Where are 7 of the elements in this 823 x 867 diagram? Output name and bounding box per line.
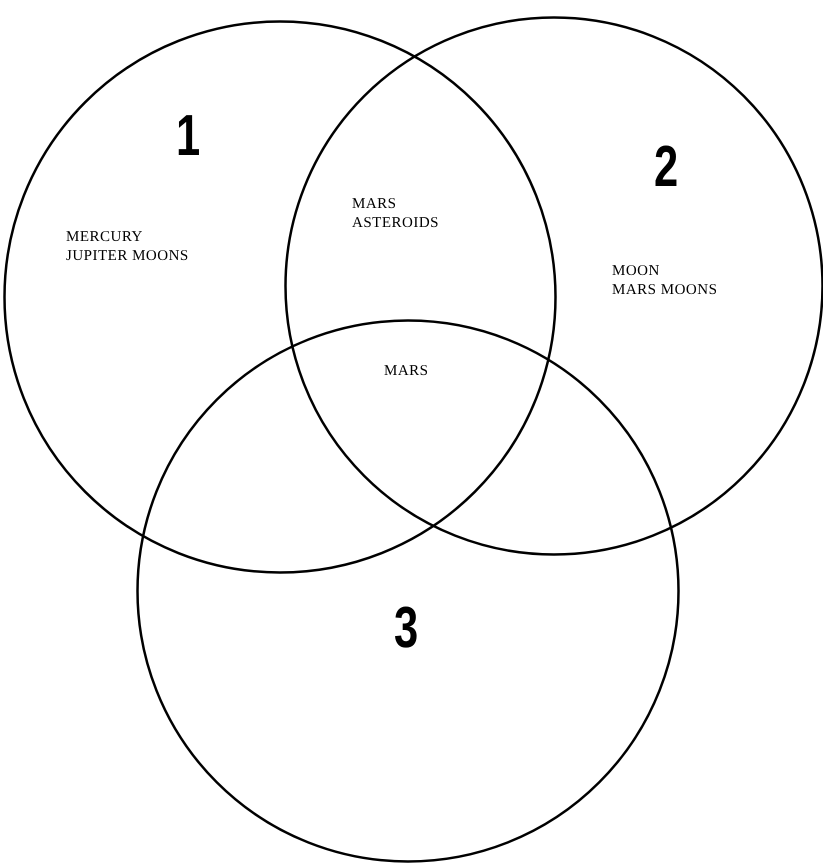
- set-number: 2: [654, 138, 678, 196]
- region-label: MARS: [384, 362, 429, 381]
- set-number: 1: [176, 107, 200, 165]
- set-number: 3: [394, 599, 418, 657]
- region-label: MERCURY JUPITER MOONS: [66, 228, 189, 266]
- region-label: MARS ASTEROIDS: [352, 195, 440, 233]
- region-label: MOON MARS MOONS: [612, 262, 718, 300]
